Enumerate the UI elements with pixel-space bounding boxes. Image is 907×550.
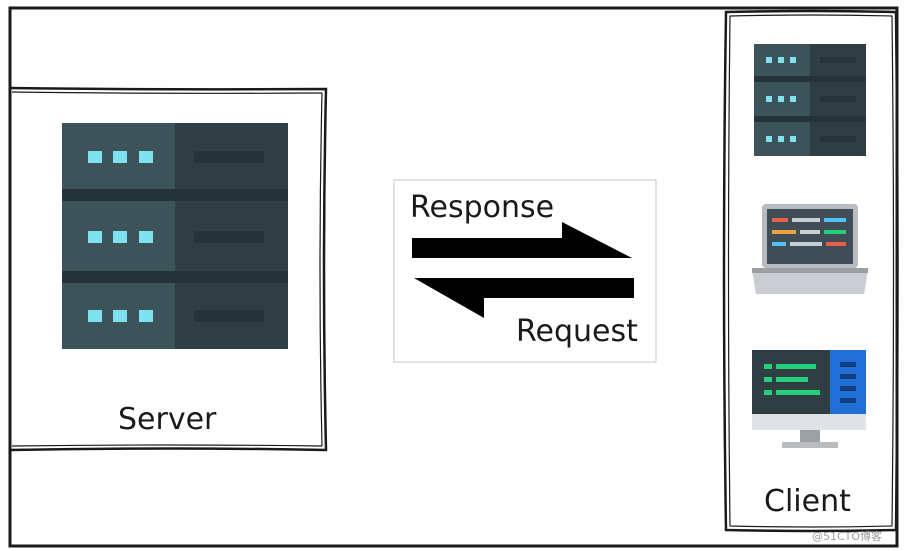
response-arrow-icon bbox=[412, 222, 632, 258]
desktop-monitor-icon bbox=[752, 350, 866, 448]
request-arrow-icon bbox=[414, 278, 634, 318]
request-label: Request bbox=[516, 314, 638, 349]
server-label: Server bbox=[118, 402, 217, 437]
laptop-icon bbox=[752, 204, 868, 294]
response-label: Response bbox=[410, 190, 555, 225]
server-rack-icon bbox=[62, 123, 288, 349]
server-rack-small-icon bbox=[754, 44, 866, 156]
client-box bbox=[722, 9, 899, 533]
client-label: Client bbox=[764, 484, 851, 519]
server-box bbox=[9, 86, 328, 452]
watermark: @51CTO博客 bbox=[812, 530, 883, 543]
message-box bbox=[393, 179, 657, 363]
